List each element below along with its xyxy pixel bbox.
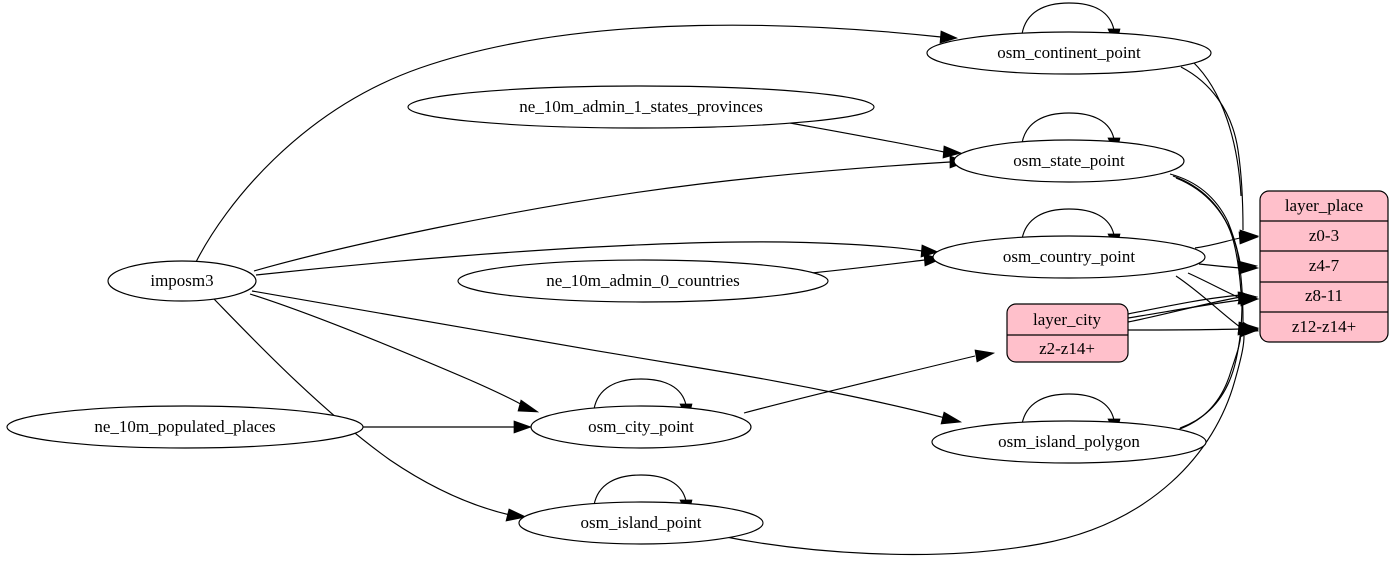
record-row-z12-z14[interactable]: z12-z14+ <box>1292 317 1356 336</box>
edge-right-bundle-vertical <box>1192 61 1242 197</box>
node-shape[interactable] <box>518 501 764 545</box>
node-shape[interactable] <box>953 139 1185 183</box>
arrowhead <box>939 30 959 44</box>
arrowhead <box>505 508 528 522</box>
node-shape[interactable] <box>931 420 1207 464</box>
arrowhead <box>1238 231 1260 245</box>
arrowhead <box>920 244 940 258</box>
edge-osm-island-point-to-layer-place-z12-z14 <box>720 335 1245 556</box>
edge-layer-city-to-layer-place-z12-z14 <box>1127 328 1241 331</box>
edge-imposm3-to-osm-country-point <box>255 241 923 276</box>
node-label: osm_state_point <box>1013 151 1125 170</box>
arrowhead <box>1239 323 1260 338</box>
self-loop-osm-continent-point <box>1021 2 1115 35</box>
self-loop-osm-city-point <box>593 378 687 410</box>
edge-layer-city-bundle-b <box>1127 296 1242 323</box>
arrowhead <box>940 411 963 425</box>
node-shape[interactable] <box>926 31 1212 75</box>
node-osm-country-point[interactable]: osm_country_point <box>932 235 1206 279</box>
edge-osm-city-point-to-layer-city <box>743 355 976 414</box>
arrowhead <box>513 420 533 434</box>
node-label: osm_city_point <box>588 417 694 436</box>
record-row-z8-11[interactable]: z8-11 <box>1305 286 1343 305</box>
edge-imposm3-to-osm-state-point <box>253 161 951 272</box>
node-osm-island-polygon[interactable]: osm_island_polygon <box>931 420 1207 464</box>
node-label: ne_10m_admin_1_states_provinces <box>519 97 763 116</box>
self-loop-osm-island-point <box>593 474 687 506</box>
edge-imposm3-to-osm-continent-point <box>195 24 942 263</box>
self-loop-osm-country-point <box>1021 208 1115 240</box>
node-label: ne_10m_populated_places <box>94 417 275 436</box>
arrowhead <box>942 145 963 159</box>
node-label: osm_continent_point <box>997 43 1141 62</box>
record-row-z0-3[interactable]: z0-3 <box>1309 226 1339 245</box>
record-body[interactable] <box>1006 303 1129 363</box>
edge-imposm3-to-osm-island-point <box>213 298 511 516</box>
edge-osm-island-polygon-to-layer-place-z12-z14 <box>1176 333 1242 431</box>
self-loop-osm-island-polygon <box>1021 393 1115 425</box>
self-loop-osm-state-point <box>1021 112 1115 144</box>
edge-imposm3-to-osm-island-polygon <box>251 290 946 419</box>
edge-osm-country-point-to-layer-place-z8-11 <box>1187 272 1241 299</box>
node-imposm3[interactable]: imposm3 <box>107 260 257 302</box>
record-title: layer_city <box>1033 310 1101 329</box>
arrowhead <box>1238 291 1259 305</box>
record-body[interactable] <box>1259 190 1389 343</box>
edge-ne-countries-to-osm-country-point <box>811 259 926 274</box>
node-ne-10m-populated-places[interactable]: ne_10m_populated_places <box>6 405 364 449</box>
edge-layer-city-bundle-a <box>1127 294 1242 315</box>
node-label: osm_country_point <box>1003 247 1135 266</box>
record-row-z4-7[interactable]: z4-7 <box>1309 256 1340 275</box>
node-shape[interactable] <box>530 405 752 449</box>
node-shape[interactable] <box>6 405 364 449</box>
node-ne-10m-admin-1-states-provinces[interactable]: ne_10m_admin_1_states_provinces <box>407 85 875 129</box>
record-nodes-layer: layer_place z0-3 z4-7 z8-11 z12-z14+ lay… <box>1006 190 1389 363</box>
edge-osm-state-point-to-layer-place-z8-11 <box>1172 175 1242 293</box>
node-shape[interactable] <box>107 260 257 302</box>
record-node-layer-place[interactable]: layer_place z0-3 z4-7 z8-11 z12-z14+ <box>1259 190 1389 343</box>
edge-ne-states-to-osm-state-point <box>789 122 945 153</box>
node-osm-city-point[interactable]: osm_city_point <box>530 405 752 449</box>
node-shape[interactable] <box>932 235 1206 279</box>
node-label: osm_island_polygon <box>998 432 1140 451</box>
node-label: ne_10m_admin_0_countries <box>546 271 740 290</box>
node-osm-continent-point[interactable]: osm_continent_point <box>926 31 1212 75</box>
arrowhead <box>1238 261 1260 275</box>
nodes-layer: imposm3 ne_10m_admin_1_states_provinces … <box>6 31 1212 545</box>
node-osm-island-point[interactable]: osm_island_point <box>518 501 764 545</box>
node-shape[interactable] <box>457 259 829 303</box>
arrowhead <box>974 349 996 363</box>
edge-layer-city-to-layer-place-z8-11 <box>1127 299 1241 319</box>
edge-osm-country-point-to-layer-place-z0-3 <box>1194 237 1241 249</box>
edge-osm-country-point-to-layer-place-z4-7 <box>1198 263 1241 269</box>
record-title: layer_place <box>1285 196 1363 215</box>
edge-osm-country-point-to-layer-place-z12-z14 <box>1175 275 1241 328</box>
edges-layer <box>195 2 1260 556</box>
node-ne-10m-admin-0-countries[interactable]: ne_10m_admin_0_countries <box>457 259 829 303</box>
node-label: imposm3 <box>150 271 213 290</box>
node-osm-state-point[interactable]: osm_state_point <box>953 139 1185 183</box>
node-shape[interactable] <box>407 85 875 129</box>
node-label: osm_island_point <box>581 513 702 532</box>
record-row-z2-z14[interactable]: z2-z14+ <box>1039 339 1095 358</box>
record-node-layer-city[interactable]: layer_city z2-z14+ <box>1006 303 1129 363</box>
arrowhead <box>517 399 540 413</box>
edge-osm-continent-point-to-layer-place-z0-3 <box>1180 66 1244 231</box>
edge-imposm3-to-osm-city-point <box>249 293 525 407</box>
